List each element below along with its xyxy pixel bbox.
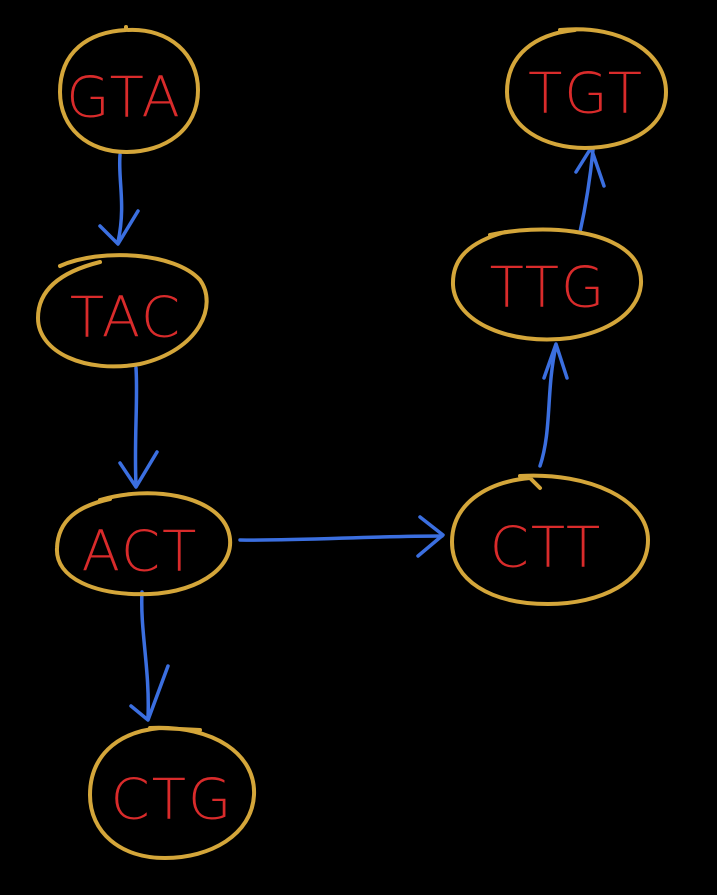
edge-line [116,153,124,244]
nodes: GTA TAC ACT CTG CTT TTG TGT [36,25,668,860]
edge-line [139,590,151,720]
node-label: TGT [528,62,644,127]
arrowhead-icon [118,450,159,489]
node-ctt: CTT [450,473,650,606]
edge-gta-to-tac [98,153,140,246]
node-outline [58,25,200,154]
node-outline [88,725,257,860]
node-ttg: TTG [450,227,643,342]
edges [98,146,606,722]
node-label: TAC [70,286,182,351]
edge-line [133,366,139,487]
node-outline [450,473,650,606]
node-outline [54,491,232,597]
arrowhead-icon [416,515,445,558]
node-outline [36,253,209,369]
node-label: ACT [82,520,199,585]
node-ctg: CTG [88,725,257,860]
arrowhead-icon [98,209,140,246]
edge-act-to-ctg [129,590,170,722]
edge-line [578,148,595,234]
arrowhead-icon [129,664,170,722]
node-tac: TAC [36,253,209,369]
node-outline [505,27,668,150]
node-label: CTG [111,768,234,833]
node-gta: GTA [58,25,200,154]
node-act: ACT [54,491,232,597]
node-outline [450,227,643,342]
node-label: CTT [490,516,603,581]
node-tgt: TGT [505,27,668,150]
node-label: TTG [490,256,607,321]
edge-line [538,344,558,468]
edge-ttg-to-tgt [574,146,606,234]
edge-ctt-to-ttg [538,342,569,468]
node-label: GTA [66,66,182,131]
edge-line [238,534,444,542]
edge-act-to-ctt [238,515,445,558]
arrowhead-icon [542,342,569,380]
edge-tac-to-act [118,366,159,489]
